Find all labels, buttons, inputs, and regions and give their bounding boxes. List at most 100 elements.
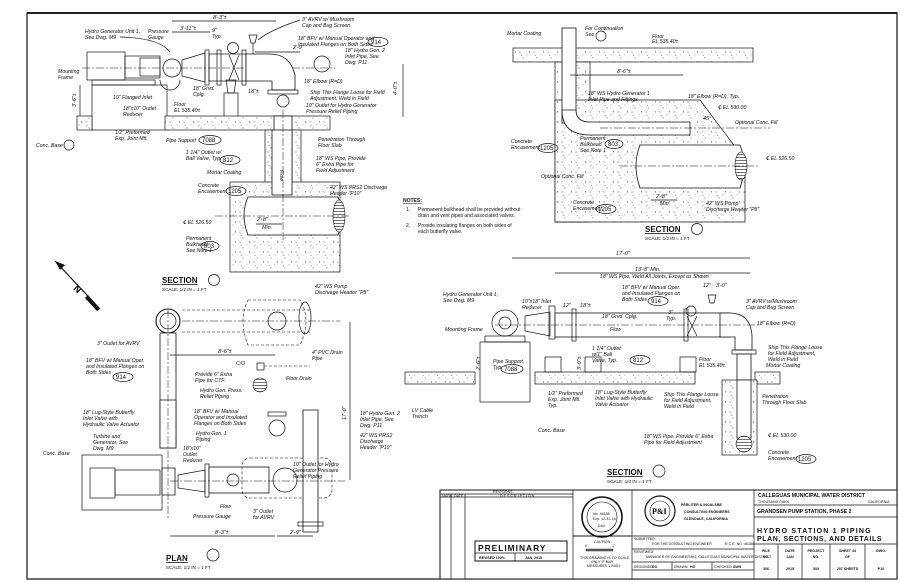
d-callout-conc-base: Conc. Base (538, 428, 565, 434)
callout-penetration: Penetration Through (318, 137, 365, 143)
plan-callout-reducer: 18"x10" (183, 446, 202, 452)
approvals-block: SUBMITTED: FOR THE CONSULTING ENGINEER R… (573, 535, 772, 571)
notes-heading: NOTES: (403, 198, 422, 204)
d-callout-outlet-2: w/1" Ball (592, 352, 613, 358)
plan-callout-relief: Hydro Gen. Press. (200, 388, 243, 394)
plan-callout-gen2-c: Dwg. P11 (360, 423, 382, 429)
caution-scale-bar: CAUTION 0 1" THIS DRAWING IS TO SCALE ON… (580, 540, 630, 568)
plan-callout-gen2: 18" Hydro Gen. 2 (360, 411, 400, 417)
plan-callout-lug-3: Hydraulic Valve Actuator (83, 422, 140, 428)
reviewed-label: REVIEWED: (634, 550, 654, 554)
seal-expiry: Exp. 12-31-16 (593, 517, 616, 521)
scale-bar (585, 548, 614, 552)
callout-pressure-gauge-2: Gauge (148, 35, 164, 41)
callout-mounting-frame: Mounting (58, 69, 79, 75)
callout-ws-pipe-2: 6" Extra Pipe for (316, 162, 354, 168)
plan-dim-d3: 2'-9" (289, 530, 302, 536)
d-callout-inlet-reducer-2: Reducer (522, 305, 542, 311)
plan-callout-avrv-2: for AVRV (253, 515, 275, 521)
dim-d1: 3'-11"± (180, 26, 196, 32)
d-callout-mortar: Mortar Coating (766, 363, 800, 369)
plan-callout-flow: Flow (220, 504, 232, 510)
air-valve-icon (248, 34, 258, 44)
callout-outlet-relief: 10" Outlet for Hydro Generator (306, 103, 377, 109)
dim-c-min-label: Min. (660, 201, 670, 207)
d-callout-avrv: 3" AVRV w/Mushroom (746, 299, 798, 305)
client-city: THOUSAND OAKS, (758, 500, 790, 504)
c-callout-bulkhead-3: See Note 1 (580, 148, 606, 154)
callout-outlet-ball: 1 1/4" Outlet w/ (186, 150, 222, 156)
field-label: DATE (785, 549, 795, 553)
callout-gen2-inlet-2: Inlet Pipe, See (345, 54, 379, 60)
plan-bubble-icon (206, 548, 220, 562)
c-callout-encasement: Concrete (511, 139, 532, 145)
bfv-operator-icon (227, 42, 239, 54)
d-dim-h1: 2'-6"± (476, 356, 482, 371)
client-state: CALIFORNIA (868, 500, 890, 504)
callout-floor-el: EL 535.40± (174, 108, 201, 114)
dim-overall: 8'-3"± (213, 15, 227, 21)
revisions-col-mark: MARK (442, 494, 453, 498)
tag-914-text: 914 (371, 40, 382, 46)
callout-header: 42" WS PRS2 Discharge (330, 185, 387, 191)
c-callout-bulkhead: Permanent (580, 136, 606, 142)
c-callout-header-2: Discharge Header "P8" (706, 207, 760, 213)
callout-el-526: ℄ EL 526.50 (183, 220, 211, 226)
plan-callout-lug-2: Inlet Valve with (83, 416, 118, 422)
section-b-title: SECTION (162, 276, 198, 285)
plan-callout-avrv: 3" Outlet (253, 509, 274, 515)
d-dim-h2: 3'-0"± (577, 356, 583, 370)
tag-1205-text: 1205 (228, 189, 242, 195)
preliminary-title: PRELIMINARY (478, 543, 546, 553)
c-callout-encasement-2: Encasement (511, 145, 540, 151)
tag-7088 (198, 135, 222, 145)
plan-callout-outlet-relief: 10" Outlet for Hydro (293, 462, 339, 468)
checked-by: AWS (733, 565, 742, 569)
caution-line2: ONLY IF BAR (591, 560, 613, 564)
designed-label: DESIGNED: (634, 565, 654, 569)
section-b-bubble-icon (208, 274, 220, 286)
svg-text:N: N (72, 283, 84, 295)
plan-callout-bfv-b: 18" BFV w/ Manual (194, 409, 239, 415)
plan-callout-gen2-b: Inlet Pipe, See (360, 417, 394, 423)
drawn-label: DRAWN: (674, 565, 688, 569)
scale-bar-end: 1" (612, 544, 616, 548)
d-callout-bfv-2: and Insulated Flanges on (622, 291, 680, 297)
d-tag-1205-text: 1205 (798, 457, 812, 463)
field-value: 257 SHEETS (837, 567, 859, 571)
rce-number: R.C.E. NO. 46188 (725, 542, 754, 546)
d-callout-preformed: 1/2" Preformed (548, 391, 584, 397)
callout-hydro-generator: Hydro Generator Unit 1, (85, 29, 140, 35)
section-d-view: 17'-0" 13'-8" Min. 18" WS Pipe, Weld All… (404, 251, 823, 484)
callout-bfv-2: Insulated Flanges on Both Sides (298, 42, 373, 48)
plan-callout-gauge: Pressure Gauge (193, 514, 231, 520)
d-callout-lug-2: Inlet Valve with Hydraulic (595, 396, 653, 402)
plan-callout-prs2-c: Header "P10" (360, 445, 393, 451)
section-c-bubble-icon (691, 223, 703, 235)
c-detail-bubble-icon (595, 30, 607, 42)
callout-outlet-ball-2: Ball Valve, Typ. (186, 156, 221, 162)
note-2-num: 2. (406, 223, 410, 229)
inlet-pipe-vertical (561, 27, 577, 124)
c-callout-mortar: Mortar Coating (507, 31, 541, 37)
caution-line1: THIS DRAWING IS TO SCALE (580, 556, 630, 560)
callout-ship-flange: Ship This Flange Loose for Field (310, 90, 386, 96)
revisions-heading: REVISIONS (493, 490, 513, 494)
d-callout-penetration-2: Through Floor Slab (762, 400, 807, 406)
plan-discharge-header (242, 299, 307, 346)
d-callout-encasement: Concrete (768, 450, 789, 456)
c-callout-encasement-b2: Encasement (573, 206, 602, 212)
c-callout-elbow: 18" Elbow (R=D), Typ. (688, 94, 739, 100)
d-callout-mounting: Mounting Frame (445, 327, 483, 333)
d-callout-bfv: 18" BFV w/ Manual Oper. (622, 285, 680, 291)
firm-name: PERLITER & INGALSBE (681, 503, 723, 507)
plan-callout-bfv-3: Both Sides (86, 370, 111, 376)
d-callout-outlet-3: Valve, Typ. (592, 358, 617, 364)
field-label: SHEET 44 (839, 549, 856, 553)
plan-callout-outlet-relief-3: Relief Piping (293, 474, 322, 480)
plan-callout-prs2: 42" WS PRS2 (360, 433, 393, 439)
dim-d2: 9" (212, 28, 218, 34)
revisions-col-date: DATE (454, 494, 464, 498)
